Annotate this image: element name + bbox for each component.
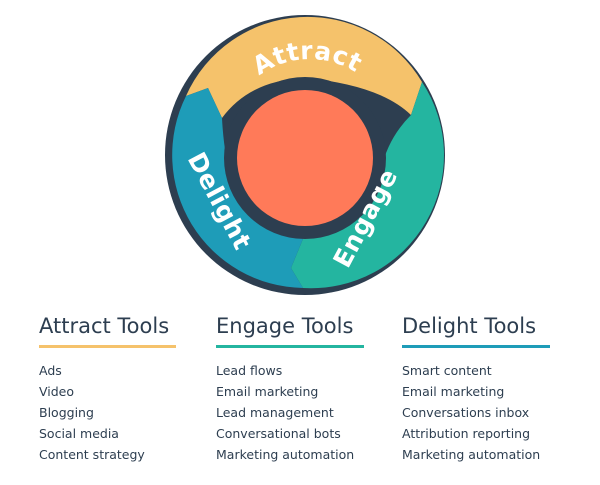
list-item: Social media [39,426,119,441]
flywheel-diagram: Attract Engage Delight [165,15,445,295]
engage-tools-column: Engage Tools Lead flows Email marketing … [216,313,364,465]
hub-center [237,90,373,226]
list-item: Lead flows [216,363,283,378]
list-item: Video [39,384,75,399]
delight-tools-list: Smart content Email marketing Conversati… [402,360,550,465]
engage-tools-list: Lead flows Email marketing Lead manageme… [216,360,364,465]
delight-tools-title: Delight Tools [402,314,537,338]
list-item: Content strategy [39,447,145,462]
list-item: Lead management [216,405,334,420]
list-item: Attribution reporting [402,426,531,441]
list-item: Conversational bots [216,426,341,441]
list-item: Marketing automation [216,447,355,462]
attract-tools-column: Attract Tools Ads Video Blogging Social … [39,313,176,465]
list-item: Conversations inbox [402,405,530,420]
list-item: Smart content [402,363,492,378]
list-item: Email marketing [402,384,505,399]
engage-tools-title: Engage Tools [216,314,354,338]
attract-tools-underline [39,345,176,348]
list-item: Marketing automation [402,447,541,462]
list-item: Email marketing [216,384,319,399]
attract-tools-list: Ads Video Blogging Social media Content … [39,360,176,465]
delight-tools-column: Delight Tools Smart content Email market… [402,313,550,465]
delight-tools-underline [402,345,550,348]
list-item: Blogging [39,405,94,420]
delight-segment [172,88,305,288]
list-item: Ads [39,363,62,378]
engage-segment [291,82,444,289]
engage-tools-underline [216,345,364,348]
attract-segment [186,16,422,118]
attract-tools-title: Attract Tools [39,314,170,338]
